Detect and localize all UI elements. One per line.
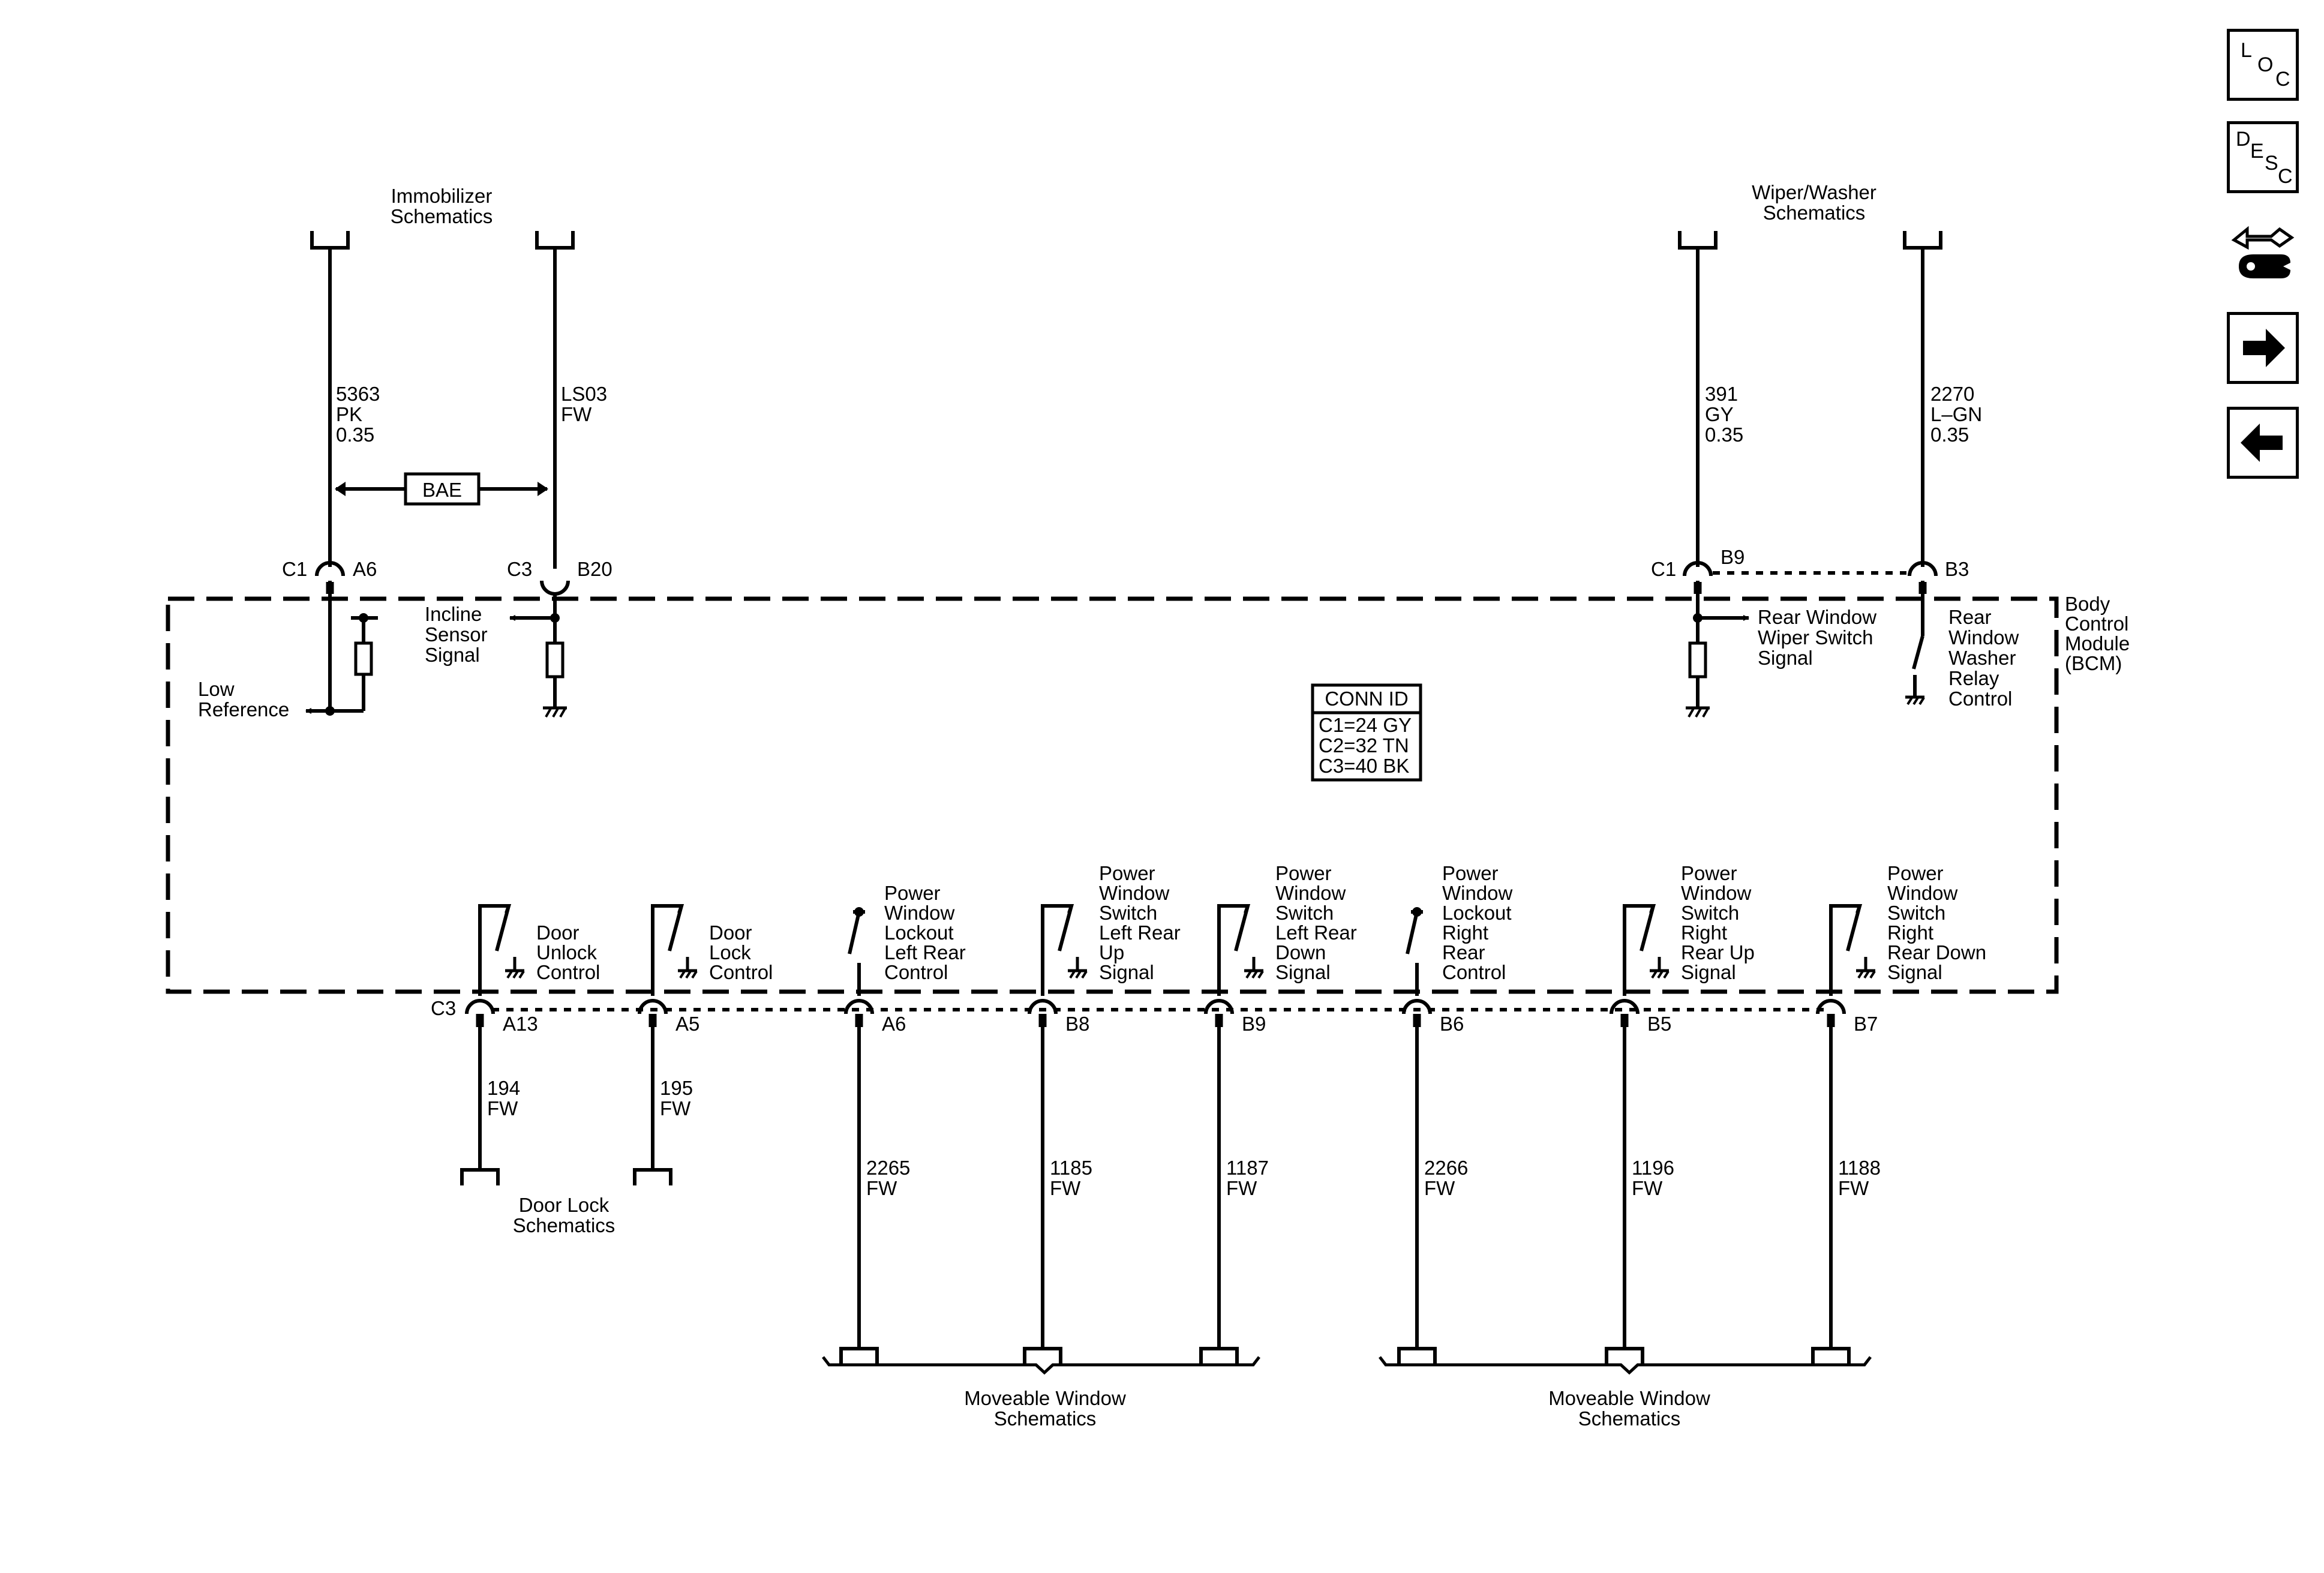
arrow-right-icon (2243, 329, 2285, 367)
loc-icon: L O C (2241, 39, 2290, 91)
description-button[interactable]: D E S C (2227, 121, 2299, 193)
conn-c3-label: C3 (507, 558, 532, 580)
svg-text:D: D (2236, 128, 2251, 151)
module-name: Body Control Module (BCM) (2065, 593, 2135, 674)
svg-text:C: C (2275, 68, 2290, 91)
wire-5363: 5363 PK 0.35 C1 A6 (282, 231, 386, 711)
svg-text:O: O (2257, 53, 2273, 76)
bottom-conn-label: C3 (431, 997, 456, 1019)
bae-indicator: BAE (335, 472, 548, 506)
svg-text:BAE: BAE (422, 479, 462, 501)
svg-text:C2=32 TN: C2=32 TN (1319, 734, 1409, 757)
pin-label-A5: A5 (675, 1013, 699, 1035)
svg-text:B9: B9 (1721, 546, 1744, 568)
connector-wrench-icon (2231, 226, 2295, 278)
brace-left (822, 1356, 1260, 1375)
connector-end-view-button[interactable] (2227, 211, 2299, 283)
wire-5363-label: 5363 PK 0.35 (336, 383, 386, 446)
conn-c1-label: C1 (282, 558, 307, 580)
svg-text:B3: B3 (1945, 558, 1969, 580)
svg-text:CONN ID: CONN ID (1325, 688, 1408, 710)
brace-right (1379, 1356, 1872, 1375)
pin-label-A6: A6 (882, 1013, 906, 1035)
pin-label-B6: B6 (1440, 1013, 1464, 1035)
desc-icon: D E S C (2236, 128, 2293, 188)
pin-b20-label: B20 (577, 558, 612, 580)
pin-label-A13: A13 (503, 1013, 538, 1035)
pin-a6-label: A6 (353, 558, 377, 580)
svg-text:C1: C1 (1651, 558, 1676, 580)
pin-label-B5: B5 (1647, 1013, 1671, 1035)
bcm-module-boundary (166, 596, 2059, 994)
svg-text:C3=40 BK: C3=40 BK (1319, 755, 1409, 777)
svg-text:C1=24 GY: C1=24 GY (1319, 714, 1412, 736)
svg-text:E: E (2250, 140, 2264, 163)
pin-label-B9: B9 (1242, 1013, 1266, 1035)
next-page-button[interactable] (2227, 312, 2299, 384)
conn-id-table: CONN ID C1=24 GY C2=32 TN C3=40 BK (1311, 683, 1422, 782)
previous-page-button[interactable] (2227, 407, 2299, 479)
arrow-left-icon (2241, 424, 2283, 462)
location-button[interactable]: L O C (2227, 29, 2299, 101)
svg-text:L: L (2241, 39, 2252, 62)
svg-text:C: C (2278, 165, 2293, 188)
pin-label-B8: B8 (1065, 1013, 1089, 1035)
pin-label-B7: B7 (1854, 1013, 1878, 1035)
svg-text:S: S (2265, 152, 2278, 175)
